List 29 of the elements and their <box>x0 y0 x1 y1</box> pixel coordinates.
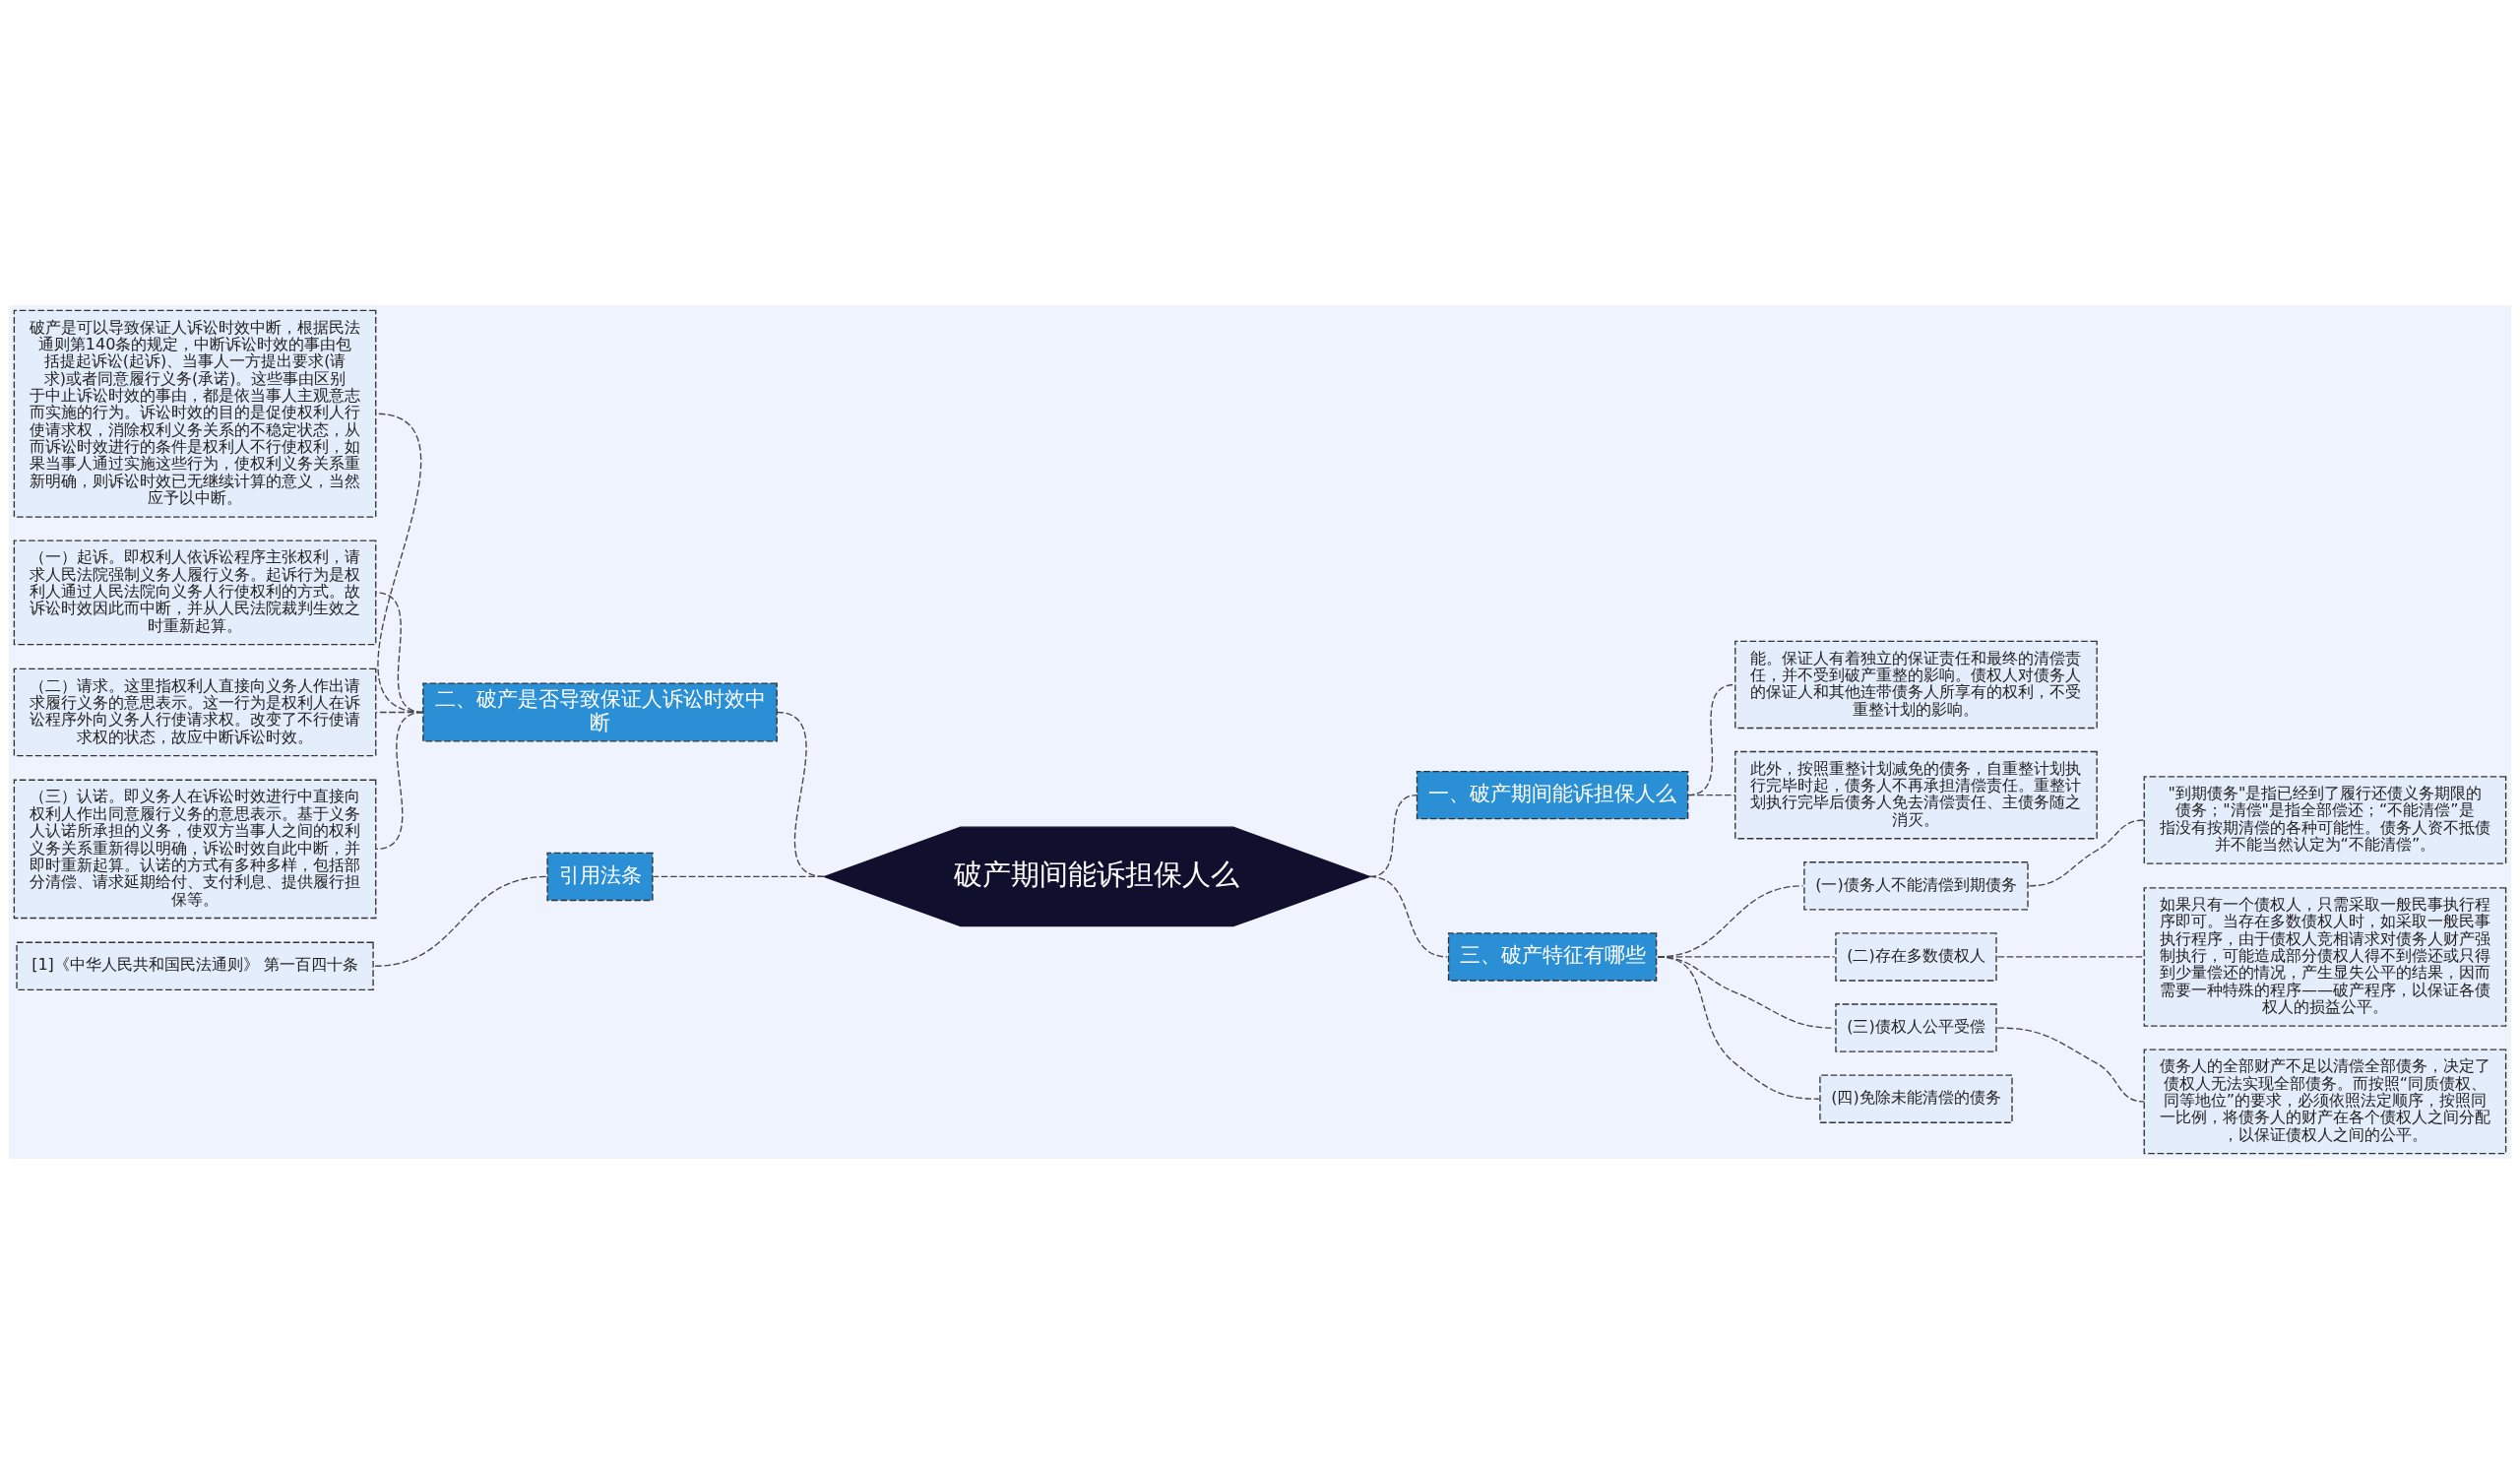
connector <box>1657 955 1820 1100</box>
node-box: (三)债权人公平受偿 <box>1835 1002 1997 1052</box>
connector <box>1687 683 1736 795</box>
node-box: 此外，按照重整计划减免的债务，自重整计划执行完毕时起，债务人不再承担清偿责任。重整计划执行完毕后债务人免去清偿责任、主债务随之消灭。 <box>1734 750 2098 839</box>
node-box: (二)存在多数债权人 <box>1835 931 1997 982</box>
node-box: [1]《中华人民共和国民法通则》 第一百四十条 <box>16 941 374 990</box>
connector <box>653 875 825 877</box>
node-box: (四)免除未能清偿的债务 <box>1819 1074 2013 1123</box>
node-box: 引用法条 <box>546 852 654 901</box>
node-box: (一)债务人不能清偿到期债务 <box>1803 860 2029 910</box>
connector <box>375 711 424 850</box>
node-box: 如果只有一个债权人，只需采取一般民事执行程序即可。当存在多数债权人时，如采取一般民事执行程序，由于债权人竞相请求对债务人财产强制执行，可能造成部分债权人得不到偿还或只得到少量偿还的情况，产生显失公平的结果，因而需要一种特殊的程序——破产程序，以保证各债权人的损益公平。 <box>2143 886 2507 1027</box>
node-box: 二、破产是否导致保证人诉讼时效中断 <box>422 681 778 741</box>
connector <box>2028 818 2145 886</box>
connector <box>1996 955 2145 958</box>
connector <box>1368 875 1448 958</box>
node-box: "到期债务"是指已经到了履行还债义务期限的债务；"清偿"是指全部偿还；“不能清偿”是指没有按期清偿的各种可能性。债务人资不抵债并不能当然认定为“不能清偿”。 <box>2143 775 2507 864</box>
node-box: （一）起诉。即权利人依诉讼程序主张权利，请求人民法院强制义务人履行义务。起诉行为是权利人通过人民法院向义务人行使权利的方式。故诉讼时效因此而中断，并从人民法院裁判生效之时重新起算。 <box>13 539 377 645</box>
node-box: 破产是可以导致保证人诉讼时效中断，根据民法通则第140条的规定，中断诉讼时效的事由包括提起诉讼(起诉)、当事人一方提出要求(请求)或者同意履行义务(承诺)。这些事由区别于中止诉讼时效的事由，都是依当事人主观意志而实施的行为。诉讼时效的目的是促使权利人行使请求权，消除权利义务关系的不稳定状态，从而诉讼时效进行的条件是权利人不行使权利，如果当事人通过实施这些行为，使权利义务关系重新明确，则诉讼时效已无继续计算的意义，当然应予以中断。 <box>13 309 377 518</box>
connector <box>375 413 424 713</box>
node-box: 一、破产期间能诉担保人么 <box>1416 770 1689 819</box>
connector <box>1687 794 1736 795</box>
connector <box>374 875 547 967</box>
node-box: 能。保证人有着独立的保证责任和最终的清偿责任，并不受到破产重整的影响。债权人对债务人的保证人和其他连带债务人所享有的权利，不受重整计划的影响。 <box>1734 640 2098 729</box>
node-box: （三）认诺。即义务人在诉讼时效进行中直接向权利人作出同意履行义务的意思表示。基于义务人认诺所承担的义务，使双方当事人之间的权利义务关系重新得以明确，诉讼时效自此中断，并即时重新起算。认诺的方式有多种多样，包括部分清偿、请求延期给付、支付利息、提供履行担保等。 <box>13 779 377 919</box>
node-box: 三、破产特征有哪些 <box>1447 931 1658 982</box>
node-box: 债务人的全部财产不足以清偿全部债务，决定了债权人无法实现全部债务。而按照“同质债权、同等地位”的要求，必须依照法定顺序，按照同一比例，将债务人的财产在各个债权人之间分配，以保证债权人之间的公平。 <box>2143 1048 2507 1154</box>
node-box: （二）请求。这里指权利人直接向义务人作出请求履行义务的意思表示。这一行为是权利人在诉讼程序外向义务人行使请求权。改变了不行使请求权的状态，故应中断诉讼时效。 <box>13 668 377 756</box>
connector <box>1996 1026 2145 1103</box>
